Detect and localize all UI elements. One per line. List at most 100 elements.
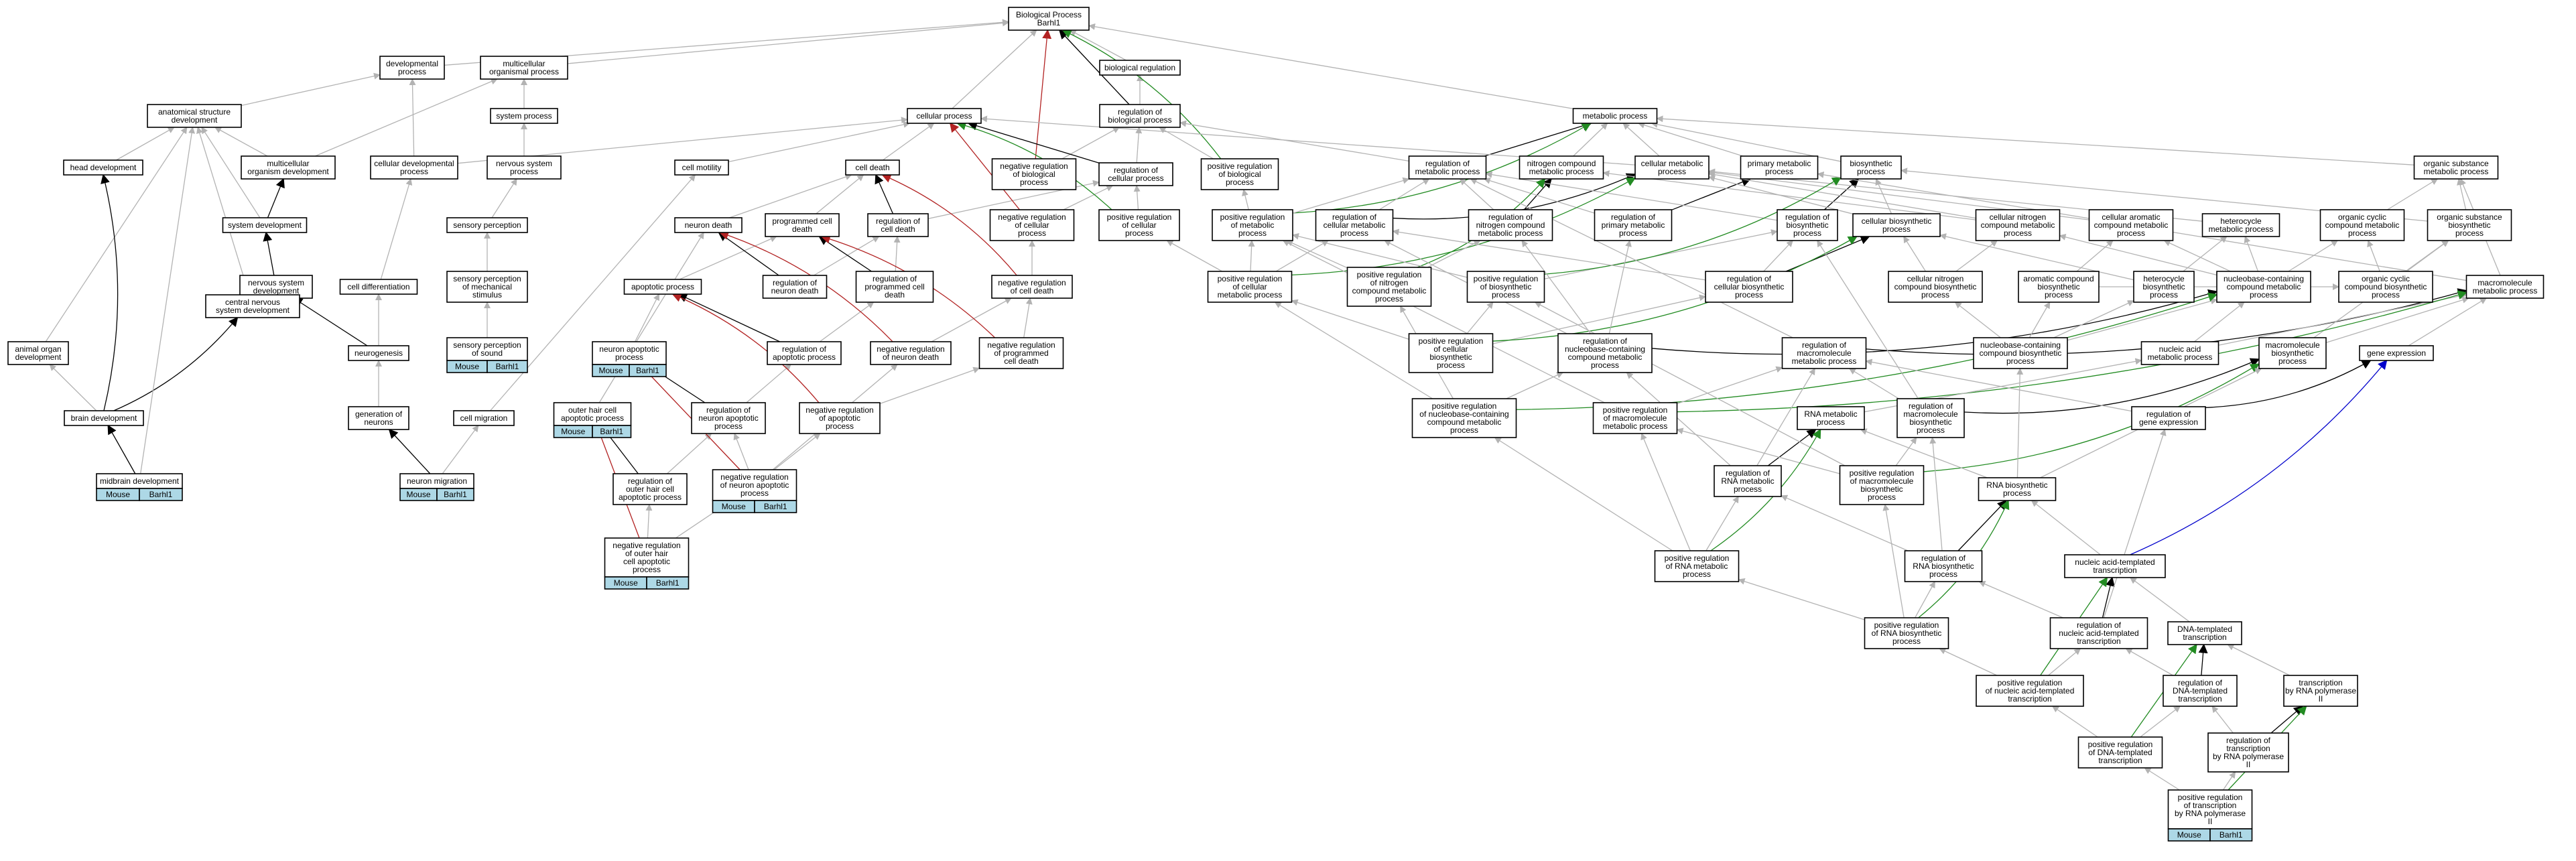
go-term-brain-development[interactable]: brain development	[64, 410, 144, 426]
go-term-head-development[interactable]: head development	[63, 159, 143, 176]
go-term-cell-migration[interactable]: cell migration	[453, 410, 515, 426]
go-term-neuron-death[interactable]: neuron death	[674, 217, 743, 233]
go-term-gene-expression[interactable]: gene expression	[2359, 345, 2434, 361]
go-term-biological-regulation[interactable]: biological regulation	[1099, 60, 1181, 76]
go-term-cell-motility[interactable]: cell motility	[674, 159, 729, 176]
go-term-neurogenesis[interactable]: neurogenesis	[348, 345, 409, 361]
go-term-cell-death[interactable]: cell death	[845, 159, 900, 176]
go-term-system-process[interactable]: system process	[490, 108, 558, 124]
go-term-cellular-process[interactable]: cellular process	[907, 108, 982, 124]
go-term-system-development[interactable]: system development	[222, 217, 308, 233]
go-term-metabolic-process[interactable]: metabolic process	[1572, 108, 1658, 124]
go-term-cell-differentiation[interactable]: cell differentiation	[339, 279, 418, 295]
go-term-sensory-perception[interactable]: sensory perception	[446, 217, 528, 233]
